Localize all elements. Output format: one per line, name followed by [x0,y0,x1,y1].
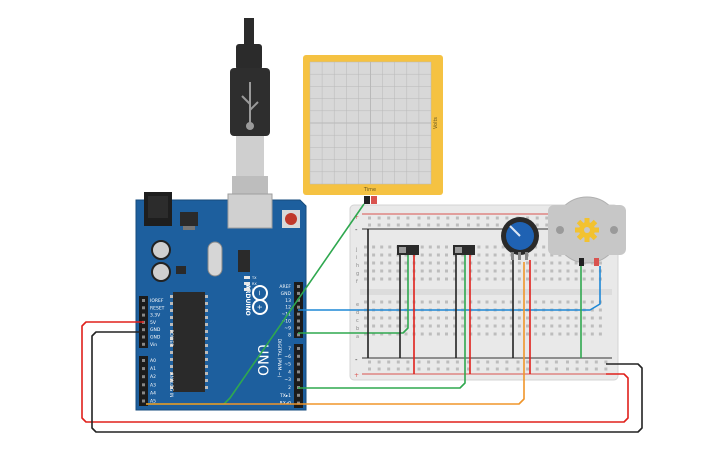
oscilloscope-lead-pos[interactable] [371,196,377,204]
pin-label: GND [150,327,161,333]
breadboard-row-letters: j i h g f e d c b a [355,247,359,340]
led-label: TX [251,276,257,280]
arduino-brand-text: ARDUINO [244,284,251,315]
pin-label: 8 [288,332,291,338]
breadboard-bottom-plus-label: + [354,372,359,379]
arduino-board-name: UNO [254,344,270,376]
slide-switch-1[interactable] [397,245,419,255]
pin-label: 7 [288,346,291,352]
oscilloscope-grid [309,61,432,185]
svg-text:e: e [356,302,359,308]
pin-label: 13 [285,298,291,304]
oscilloscope-y-label: Volts [433,117,439,129]
svg-text:i: i [356,255,357,261]
pin-label: ~6 [284,354,291,360]
slide-switch-2[interactable] [453,245,475,255]
svg-text:−: − [256,290,264,296]
pin-label: 2 [288,385,291,391]
oscilloscope[interactable]: Volts Time [303,55,443,204]
usb-cable-metal-shell [236,136,264,176]
wire-green-switch1[interactable] [298,255,409,334]
pin-label: AREF [279,284,291,290]
pin-label: 3.3V [150,313,161,319]
pin-label: A2 [150,374,156,380]
pin-label: ~10 [282,319,292,325]
usb-cable-metal-tip [232,176,268,196]
svg-text:c: c [356,318,359,324]
pin-label: A0 [150,358,156,364]
pin-label: A4 [150,390,156,396]
gear-icon [575,218,599,242]
pin-label: 5V [150,320,157,326]
svg-text:j: j [355,247,357,253]
breadboard-bottom-minus-label: - [355,356,358,364]
svg-text:g: g [356,271,359,277]
svg-text:f: f [356,279,358,285]
led-label: RX [252,282,257,286]
pin-label: 4 [288,369,291,375]
arduino-digital-label: DIGITAL (PWM ~) [276,339,282,378]
pin-label: ~11 [282,312,292,318]
oscilloscope-x-label: Time [363,187,376,193]
svg-text:+: + [256,304,264,310]
pin-label: GND [150,335,161,341]
wire-green-switch2[interactable] [298,255,466,389]
svg-text:h: h [356,263,359,269]
arduino-uno[interactable]: − + ARDUINO UNO DIGITAL (PWM ~) POWER AN… [135,192,307,411]
svg-text:b: b [356,326,359,332]
wire-blue[interactable] [298,266,601,311]
pin-label: Vin [150,342,157,348]
slide-switch-2-knob[interactable] [455,247,462,253]
pin-label: ~5 [284,362,291,368]
breadboard-top-minus-label: - [355,226,358,234]
arduino-atmega-chip [173,292,205,392]
arduino-board [135,199,307,411]
pin-label: IOREF [150,298,164,304]
arduino-analog-label: ANALOG IN [168,372,174,397]
arduino-usb-jack [227,193,273,229]
pin-label: ~3 [284,377,291,383]
potentiometer[interactable] [501,217,539,260]
svg-text:a: a [356,334,359,340]
usb-cable-cord [244,18,254,46]
wire-black-gnd[interactable] [91,331,643,433]
dc-motor-terminal-pos[interactable] [594,258,599,266]
pin-label: A1 [150,366,156,372]
arduino-analog-header[interactable] [139,356,148,406]
arduino-power-label: POWER [168,330,174,347]
pin-label: GND [281,291,292,297]
dc-motor-terminal-neg[interactable] [579,258,584,266]
pin-label: 12 [285,305,291,311]
breadboard-center-channel [360,289,612,295]
breadboard-top-plus-label: + [354,214,359,221]
usb-symbol-icon [241,82,259,130]
oscilloscope-lead-neg[interactable] [364,196,370,204]
dc-motor[interactable] [548,196,626,266]
pin-label: A3 [150,382,156,388]
arduino-digital-header-bottom[interactable] [294,344,303,408]
usb-cable[interactable] [230,18,270,196]
led-label: L [252,288,254,292]
wire-orange[interactable] [146,262,525,405]
slide-switch-1-knob[interactable] [399,247,406,253]
pin-label: A5 [150,399,156,405]
usb-cable-strain-relief [236,44,262,70]
pin-label: ~9 [284,325,291,331]
arduino-logo: − + [252,285,268,315]
wire-red-5v[interactable] [81,321,629,423]
pin-label: RESET [150,305,165,311]
wires[interactable] [81,203,643,433]
svg-text:d: d [356,310,359,316]
pin-label: TX▸1 [279,393,291,399]
